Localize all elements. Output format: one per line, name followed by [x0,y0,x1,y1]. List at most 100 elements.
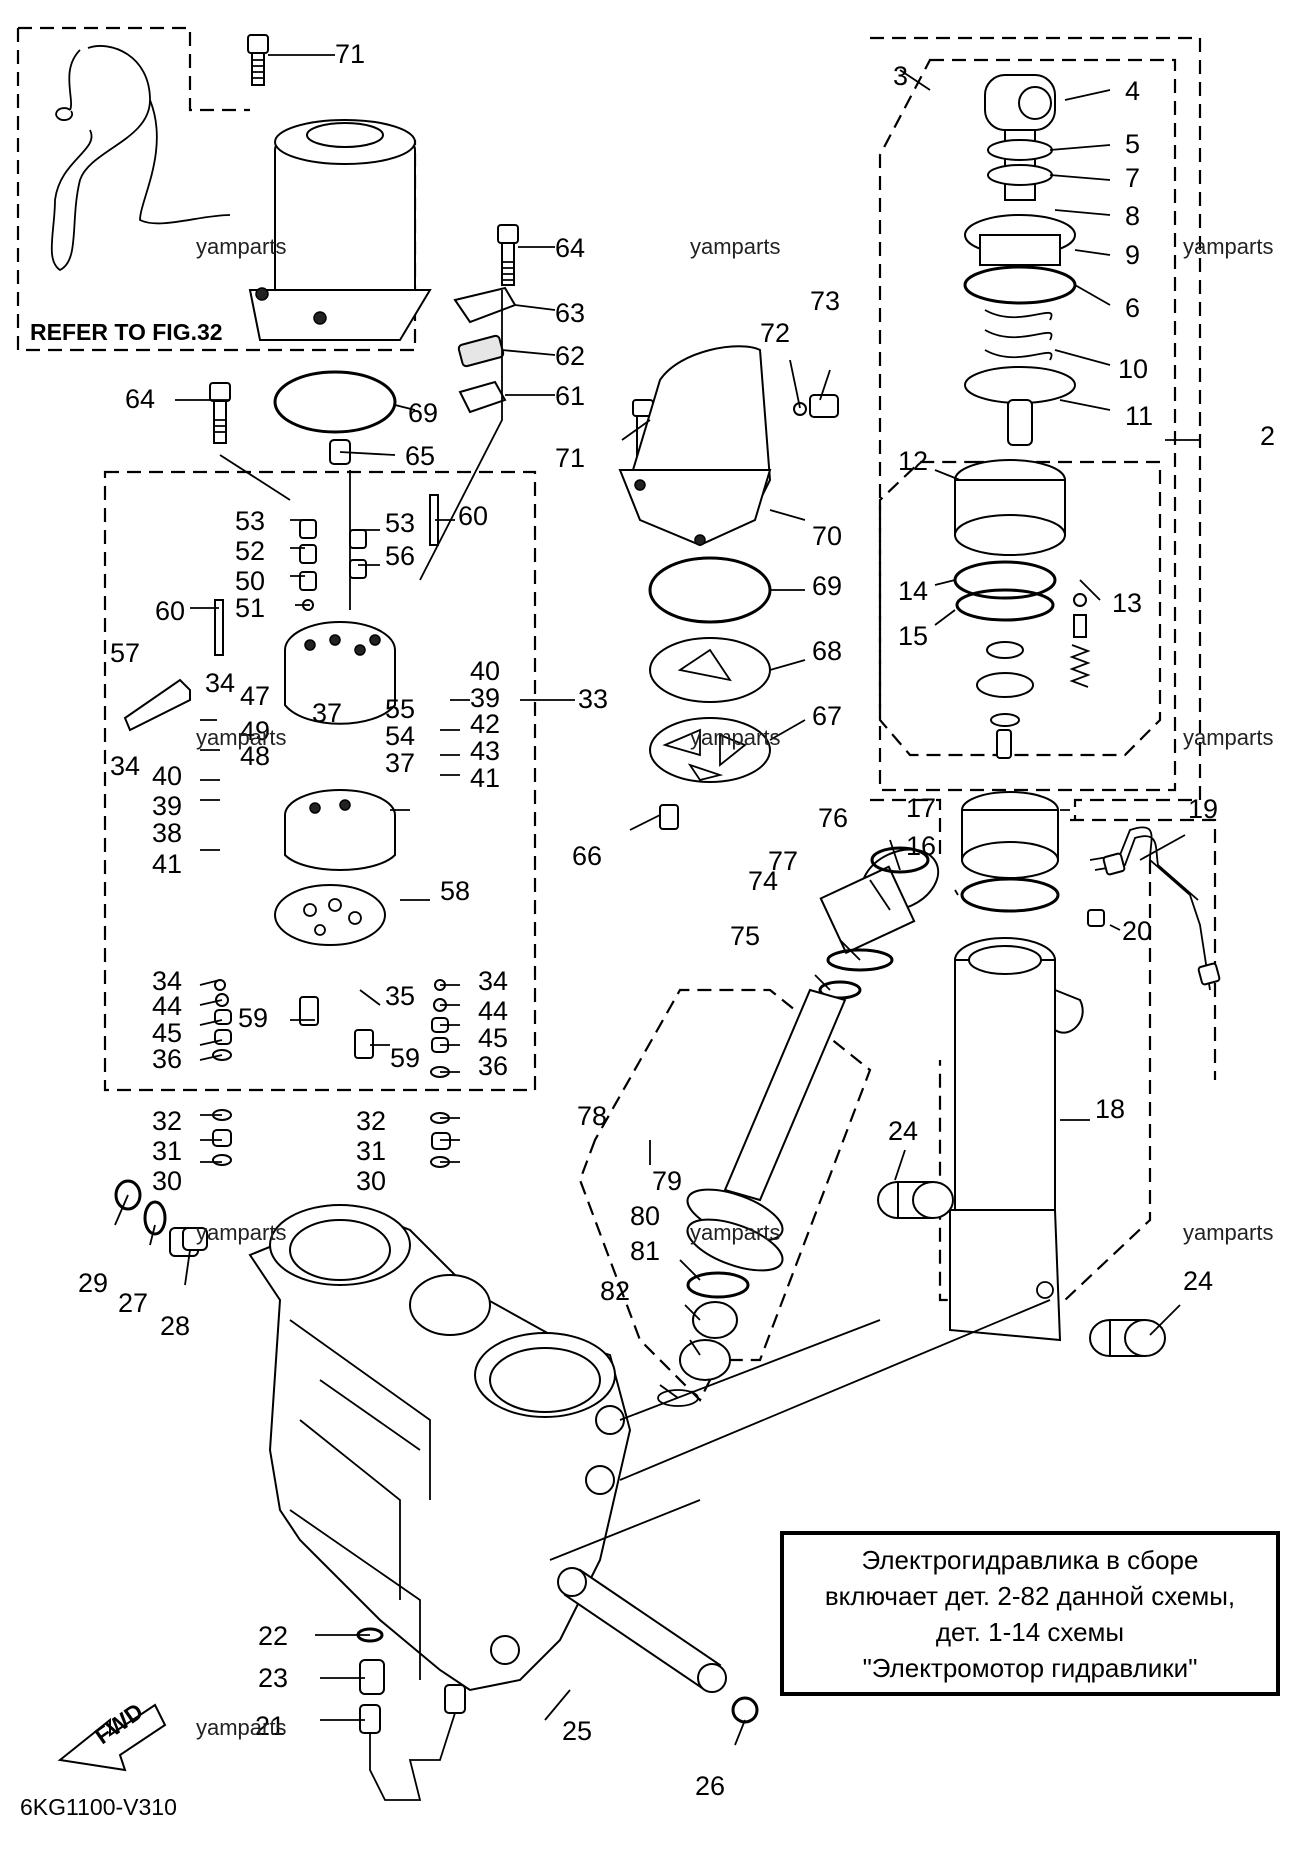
callout-60-a: 60 [458,501,488,531]
plug-28 [182,1227,208,1251]
callout-82: 82 [600,1276,630,1306]
callout-58: 58 [440,876,470,906]
callout-55: 55 [385,694,415,724]
note-line-1: Электрогидравлика в сборе [861,1544,1199,1575]
callout-73: 73 [810,286,840,316]
cylinder-head-17 [961,791,1059,879]
callout-26: 26 [695,1771,725,1801]
upper-valve-body [284,621,396,725]
o-ring-69-mid [648,556,772,624]
o-ring-16 [960,877,1060,913]
callout-3: 3 [893,61,908,91]
callout-31-a: 31 [152,1136,182,1166]
callout-50: 50 [235,566,265,596]
callout-7: 7 [1125,163,1140,193]
callout-45-b: 45 [478,1023,508,1053]
callout-59-b: 59 [390,1043,420,1073]
cylinder-18 [949,937,1084,1342]
callout-20: 20 [1122,916,1152,946]
callout-39-a: 39 [470,683,500,713]
watermarks: yamparts yamparts yamparts yamparts yamp… [196,234,1273,1740]
callout-16: 16 [906,831,936,861]
ring-80 [686,1271,750,1299]
cylinder-group-outline-2 [870,36,1202,820]
plug-23 [359,1659,385,1695]
callout-14: 14 [898,576,928,606]
callout-74: 74 [748,866,778,896]
callout-76: 76 [818,803,848,833]
pin-25 [557,1567,727,1693]
refer-to-fig32: REFER TO FIG.32 [30,319,223,345]
callout-64-a: 64 [555,233,585,263]
leader-lines [114,54,1200,1746]
callout-38: 38 [152,818,182,848]
callout-53-b: 53 [385,508,415,538]
callout-34-b: 34 [110,751,140,781]
snap-ring-82 [657,1389,699,1407]
callout-15: 15 [898,621,928,651]
o-ring-27 [143,1200,167,1236]
callout-32-b: 32 [356,1106,386,1136]
callout-62: 62 [555,341,585,371]
callout-43: 43 [470,736,500,766]
callout-45-a: 45 [152,1018,182,1048]
callout-37-b: 37 [385,748,415,778]
callout-34-d: 34 [478,966,508,996]
svg-text:yamparts: yamparts [690,725,780,750]
callout-59-a: 59 [238,1003,268,1033]
callout-44-a: 44 [152,991,182,1021]
callout-17: 17 [906,793,936,823]
o-ring-69-top [273,370,397,434]
svg-text:yamparts: yamparts [690,1220,780,1245]
diagram-code: 6KG1100-V310 [20,1794,177,1820]
piston-82 [679,1339,731,1381]
motor-reference [50,45,432,341]
svg-text:yamparts: yamparts [196,234,286,259]
callout-19: 19 [1188,794,1218,824]
callout-25: 25 [562,1716,592,1746]
callout-2: 2 [1260,421,1275,451]
callout-6: 6 [1125,293,1140,323]
callout-30-a: 30 [152,1166,182,1196]
callout-70: 70 [812,521,842,551]
svg-text:yamparts: yamparts [196,725,286,750]
callout-79: 79 [652,1166,682,1196]
callout-57: 57 [110,638,140,668]
callout-80: 80 [630,1201,660,1231]
note-line-2: включает дет. 2-82 данной схемы, [824,1580,1236,1611]
callout-27: 27 [118,1288,148,1318]
svg-text:yamparts: yamparts [196,1715,286,1740]
callout-48: 48 [240,741,270,771]
callout-69-b: 69 [812,571,842,601]
callout-44-b: 44 [478,996,508,1026]
callout-63: 63 [555,298,585,328]
piston-group-outline-3 [878,58,1177,792]
callout-5: 5 [1125,129,1140,159]
callout-35: 35 [385,981,415,1011]
callout-12: 12 [898,446,928,476]
o-ring-76 [870,846,930,874]
bolt-66 [659,804,679,830]
callout-18: 18 [1095,1094,1125,1124]
callout-34-a: 34 [205,668,235,698]
callout-23: 23 [258,1663,288,1693]
piston-rod-assembly [963,74,1077,446]
fwd-arrow: FWD [57,1698,167,1772]
bushing-20 [1087,909,1105,927]
plate-58 [274,884,386,946]
callout-36-a: 36 [152,1044,182,1074]
callout-24-a: 24 [888,1116,918,1146]
callout-47: 47 [240,681,270,711]
callout-37-a: 37 [312,698,342,728]
callout-52: 52 [235,536,265,566]
callout-41-b: 41 [152,849,182,879]
callout-labels: 1 2 3 4 5 6 7 8 9 10 11 12 13 14 15 16 1… [78,39,1275,1801]
reservoir-70 [618,345,772,547]
callout-40-a: 40 [470,656,500,686]
callout-13: 13 [1112,588,1142,618]
callout-53-a: 53 [235,506,265,536]
callout-56: 56 [385,541,415,571]
callout-81: 81 [630,1236,660,1266]
callout-9: 9 [1125,240,1140,270]
